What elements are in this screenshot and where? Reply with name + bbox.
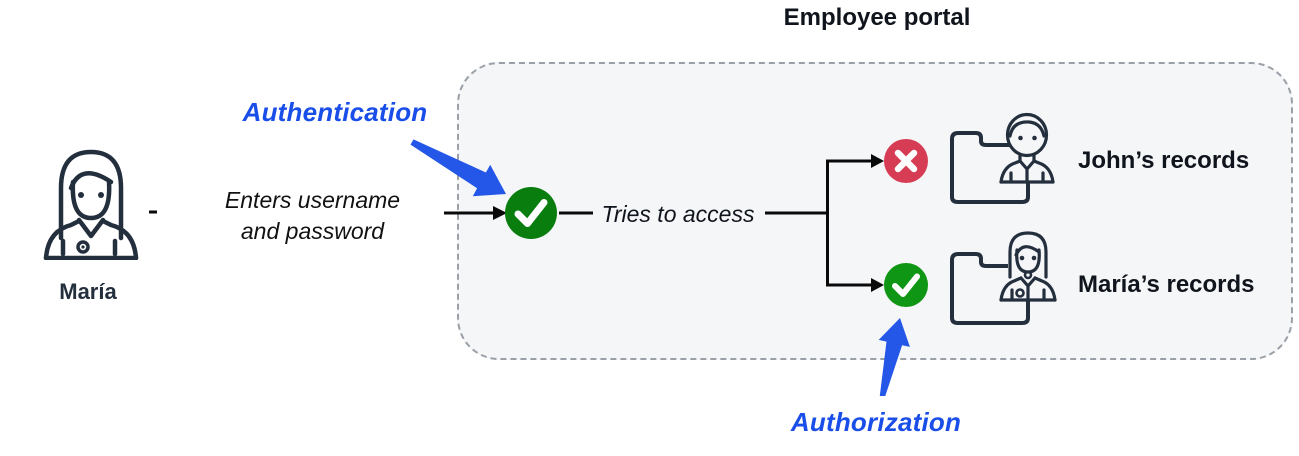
john-folder-icon [950, 131, 1030, 204]
denied-x-icon [884, 139, 928, 183]
maria-small-person-icon [999, 231, 1057, 302]
maria-folder-icon [950, 252, 1030, 325]
granted-check-icon [884, 263, 928, 307]
john-records-label: John’s records [1078, 147, 1250, 174]
portal-title: Employee portal [783, 4, 971, 31]
authorization-arrow-icon [878, 318, 910, 399]
authentication-check-icon [505, 187, 557, 239]
actor-name-label: María [59, 279, 117, 304]
authorization-label: Authorization [790, 406, 962, 437]
employee-portal-box [457, 62, 1293, 360]
authentication-callout: Authentication [228, 88, 442, 136]
maria-records-label: María’s records [1078, 271, 1255, 298]
authorization-callout: Authorization [772, 396, 980, 448]
enters-credentials-text: Enters username and password [224, 186, 401, 244]
authentication-label: Authentication [242, 96, 428, 127]
enters-credentials-callout: Enters username and password [197, 180, 428, 252]
authentication-arrow-icon [410, 139, 506, 197]
maria-person-icon [43, 149, 139, 260]
john-person-icon [999, 112, 1055, 184]
tries-to-access-label: Tries to access [601, 201, 755, 227]
